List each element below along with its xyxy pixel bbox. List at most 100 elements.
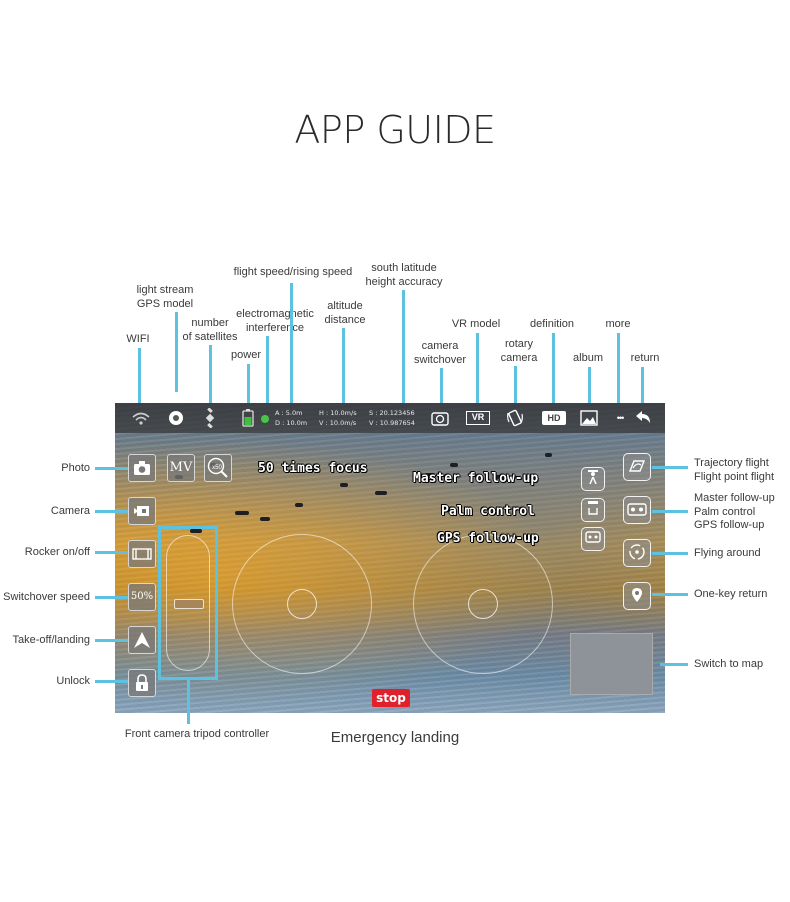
switchover-speed-label: Switchover speed <box>3 591 90 603</box>
zoom-button[interactable]: x50 <box>204 454 232 482</box>
zoom-level-text: x50 <box>212 465 222 471</box>
takeoff-label: Take-off/landing <box>12 634 90 646</box>
rotary-camera-icon[interactable] <box>505 408 525 428</box>
gps-follow-overlay-text: GPS follow-up <box>437 531 539 546</box>
power-leader <box>247 364 250 410</box>
album-icon[interactable] <box>579 408 599 428</box>
follow-mode-leader <box>652 510 688 513</box>
wifi-leader <box>138 348 141 410</box>
trajectory-flight-button[interactable] <box>623 453 651 481</box>
flying-around-label: Flying around <box>694 547 761 559</box>
master-follow-overlay-text: Master follow-up <box>413 471 539 486</box>
unlock-leader <box>95 680 128 683</box>
unlock-button[interactable] <box>128 669 156 697</box>
more-leader <box>617 333 620 404</box>
speed-button[interactable]: 50% <box>128 583 156 611</box>
wifi-label: WIFI <box>126 333 150 345</box>
boat <box>495 475 504 479</box>
takeoff-landing-button[interactable] <box>128 626 156 654</box>
speed-leader <box>290 283 293 411</box>
tripod-controller-track[interactable] <box>166 535 210 671</box>
tripod-leader <box>187 680 190 724</box>
map-preview[interactable] <box>570 633 653 695</box>
latitude-leader <box>402 290 405 411</box>
palm-control-icon[interactable] <box>581 498 605 522</box>
tripod-controller-slider[interactable] <box>174 599 204 609</box>
boat <box>425 473 435 477</box>
hd-button[interactable]: HD <box>542 411 566 425</box>
tripod-controller-frame <box>158 526 218 680</box>
unlock-label: Unlock <box>56 675 90 687</box>
more-label: more <box>605 318 631 330</box>
interference-leader <box>266 336 269 418</box>
rocker-leader <box>95 551 128 554</box>
boat <box>190 529 202 533</box>
return-leader <box>652 593 688 596</box>
wifi-icon <box>131 408 151 428</box>
emergency-stop-button[interactable]: stop <box>372 689 410 707</box>
photo-label: Photo <box>61 462 90 474</box>
trajectory-leader <box>652 466 688 469</box>
boat <box>260 517 270 521</box>
mv-button[interactable]: MV <box>167 454 195 482</box>
map-leader <box>660 663 688 666</box>
boat <box>295 503 303 507</box>
return-icon[interactable] <box>633 408 653 428</box>
speed-leader <box>95 596 128 599</box>
gps-model-icon[interactable] <box>166 408 186 428</box>
flying-around-leader <box>652 552 688 555</box>
left-joystick[interactable] <box>232 534 372 674</box>
flight-speed-label: flight speed/rising speed <box>233 266 353 278</box>
tripod-label: Front camera tripod controller <box>124 728 270 740</box>
vr-leader <box>476 333 479 404</box>
right-joystick[interactable] <box>413 534 553 674</box>
one-key-return-button[interactable] <box>623 582 651 610</box>
left-joystick-knob[interactable] <box>287 589 317 619</box>
follow-mode-button[interactable] <box>623 496 651 524</box>
power-label: power <box>231 349 261 361</box>
gps-leader <box>175 312 178 392</box>
return-leader <box>641 367 644 404</box>
camera-switch-leader <box>440 368 443 404</box>
master-follow-icon[interactable] <box>581 467 605 491</box>
camera-switch-icon[interactable] <box>430 408 450 428</box>
gps-follow-icon[interactable] <box>581 527 605 551</box>
vr-button[interactable]: VR <box>466 411 490 425</box>
altitude-leader <box>342 328 345 411</box>
album-label: album <box>573 352 603 364</box>
boat <box>340 483 348 487</box>
boat <box>545 453 552 457</box>
palm-control-overlay-text: Palm control <box>441 504 535 519</box>
rocker-toggle-button[interactable] <box>128 540 156 568</box>
boat <box>235 511 249 515</box>
right-joystick-knob[interactable] <box>468 589 498 619</box>
rocker-label: Rocker on/off <box>24 546 90 558</box>
focus-overlay-text: 50 times focus <box>258 461 368 476</box>
switch-to-map-label: Switch to map <box>694 658 764 670</box>
boat <box>450 463 458 467</box>
emergency-landing-label: Emergency landing <box>330 729 460 746</box>
photo-leader <box>95 467 128 470</box>
flying-around-button[interactable] <box>623 539 651 567</box>
vr-model-label: VR model <box>451 318 501 330</box>
page-title: APP GUIDE <box>294 108 496 152</box>
photo-button[interactable] <box>128 454 156 482</box>
rotary-leader <box>514 366 517 404</box>
more-button[interactable]: ••• <box>616 413 624 423</box>
satellite-icon <box>200 407 220 429</box>
definition-label: definition <box>529 318 575 330</box>
camera-video-button[interactable] <box>128 497 156 525</box>
album-leader <box>588 367 591 404</box>
definition-leader <box>552 333 555 404</box>
takeoff-leader <box>95 639 128 642</box>
